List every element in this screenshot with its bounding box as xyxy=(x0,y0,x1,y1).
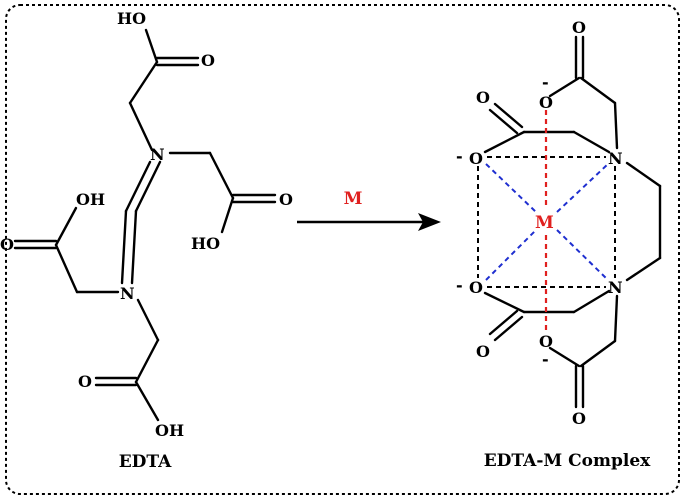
charge-upper-left: - xyxy=(456,147,463,166)
complex-atom-o-top-carbonyl: O xyxy=(572,18,586,37)
complex-atom-o-upper-left: O xyxy=(469,149,483,168)
complex-atom-o-top-axial: O xyxy=(539,93,553,112)
atom-ho-right: HO xyxy=(191,234,220,253)
reaction-arrow xyxy=(297,213,441,231)
edta-m-complex: O - O O - O N M - O N O O - O xyxy=(456,18,662,428)
complex-atom-n-upper: N xyxy=(608,149,623,168)
complex-atom-o-lower-left: O xyxy=(469,278,483,297)
atom-o-top: O xyxy=(201,51,215,70)
complex-atom-o-lower-carbonyl: O xyxy=(476,342,490,361)
atom-o-bottom: O xyxy=(78,372,92,391)
complex-atom-o-bottom-carbonyl: O xyxy=(572,409,586,428)
charge-lower-left: - xyxy=(456,276,463,295)
atom-ho-top: HO xyxy=(117,9,146,28)
atom-o-right: O xyxy=(279,190,293,209)
charge-bottom-axial: - xyxy=(542,350,549,369)
product-label: EDTA-M Complex xyxy=(484,451,651,471)
complex-atom-metal: M xyxy=(535,213,554,233)
atom-oh-bottom: OH xyxy=(155,421,184,440)
atom-n-upper: N xyxy=(150,145,165,164)
atom-oh-left: OH xyxy=(76,190,105,209)
atom-o-left: O xyxy=(0,235,14,254)
reactant-label: EDTA xyxy=(119,452,172,472)
dotted-border xyxy=(5,4,680,495)
complex-atom-o-upper-carbonyl: O xyxy=(476,88,490,107)
charge-top-axial: - xyxy=(542,73,549,92)
atom-n-lower: N xyxy=(120,284,135,303)
complex-atom-o-bottom-axial: O xyxy=(539,332,553,351)
reagent-label: M xyxy=(344,189,363,209)
complex-atom-n-lower: N xyxy=(608,278,623,297)
edta-molecule: HO O N O HO OH O N O OH xyxy=(0,9,293,440)
